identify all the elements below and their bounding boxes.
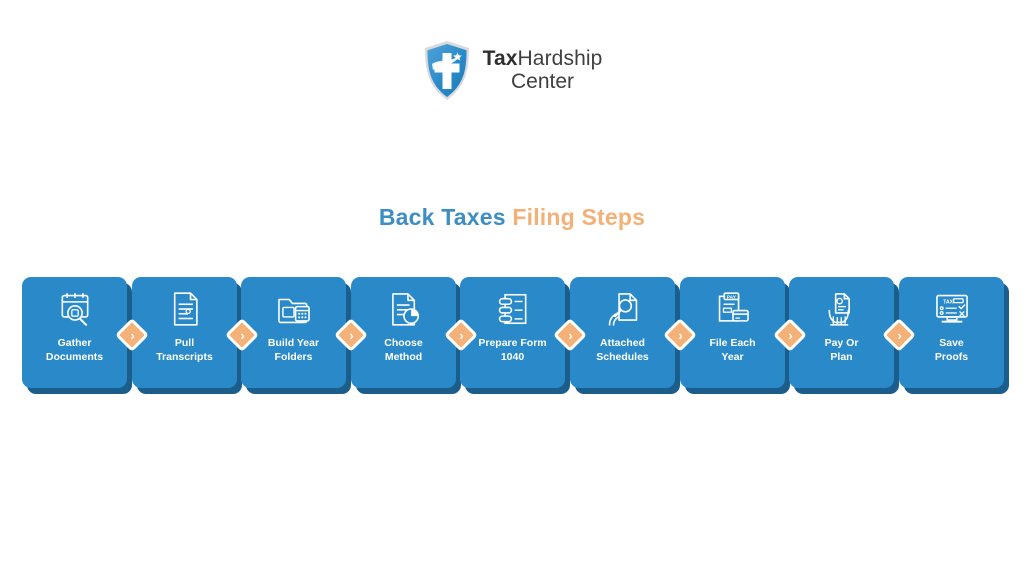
chevron-right-icon: › xyxy=(568,327,573,343)
document-magnifier-icon xyxy=(56,290,94,328)
chevron-right-icon: › xyxy=(897,327,902,343)
step-label-line1: Build Year xyxy=(267,337,320,349)
hands-holding-document-icon xyxy=(823,290,861,328)
step-connector-7: › xyxy=(773,318,807,352)
step-label-line1: Save xyxy=(939,337,964,349)
step-label-line2: Schedules xyxy=(596,350,649,363)
step-connector-8: › xyxy=(882,318,916,352)
brand-name-line1: TaxHardship xyxy=(482,47,603,71)
step-label-line2: Plan xyxy=(830,350,853,363)
step-connector-4: › xyxy=(444,318,478,352)
monitor-tax-icon xyxy=(933,290,971,328)
brand-logo: TaxHardship Center xyxy=(0,40,1024,102)
transcript-document-icon xyxy=(166,290,204,328)
page-title-primary: Back Taxes xyxy=(378,204,506,230)
step-label-line1: Pay Or xyxy=(824,337,859,349)
chevron-right-icon: › xyxy=(678,327,683,343)
brand-name-bold: Tax xyxy=(482,47,518,71)
folder-calendar-icon xyxy=(275,290,313,328)
step-label-line2: Folders xyxy=(274,350,313,363)
step-label-line1: Prepare Form xyxy=(478,337,547,349)
chevron-right-icon: › xyxy=(788,327,793,343)
brand-logo-inner: TaxHardship Center xyxy=(422,40,603,102)
step-connector-1: › xyxy=(115,318,149,352)
brand-name-rest: Hardship xyxy=(517,47,603,71)
step-label-line2: Transcripts xyxy=(156,350,213,363)
page-title-accent: Filing Steps xyxy=(512,204,646,230)
step-connector-2: › xyxy=(225,318,259,352)
tax-form-icon xyxy=(494,290,532,328)
step-connector-5: › xyxy=(553,318,587,352)
chevron-right-icon: › xyxy=(349,327,354,343)
brand-name-line2: Center xyxy=(510,70,575,93)
step-label-line2: Proofs xyxy=(934,350,969,363)
step-label-line1: Attached xyxy=(600,337,645,349)
page-title: Back Taxes Filing Steps xyxy=(0,204,1024,231)
document-chart-icon xyxy=(385,290,423,328)
step-connector-6: › xyxy=(663,318,697,352)
step-label-line1: Gather xyxy=(57,337,92,349)
step-label-line1: Choose xyxy=(384,337,423,349)
step-label-line2: Documents xyxy=(45,350,104,363)
chevron-right-icon: › xyxy=(459,327,464,343)
step-label-line1: File Each xyxy=(709,337,756,349)
chevron-right-icon: › xyxy=(130,327,135,343)
hand-magnifier-document-icon xyxy=(604,290,642,328)
shield-cross-icon xyxy=(424,41,469,100)
step-label-line1: Pull xyxy=(174,337,195,349)
invoice-credit-card-icon xyxy=(714,290,752,328)
step-label-line2: 1040 xyxy=(500,350,525,363)
step-label-line2: Year xyxy=(721,350,744,363)
chevron-right-icon: › xyxy=(240,327,245,343)
brand-name: TaxHardship Center xyxy=(482,47,603,93)
step-connector-3: › xyxy=(334,318,368,352)
step-label-line2: Method xyxy=(384,350,423,363)
